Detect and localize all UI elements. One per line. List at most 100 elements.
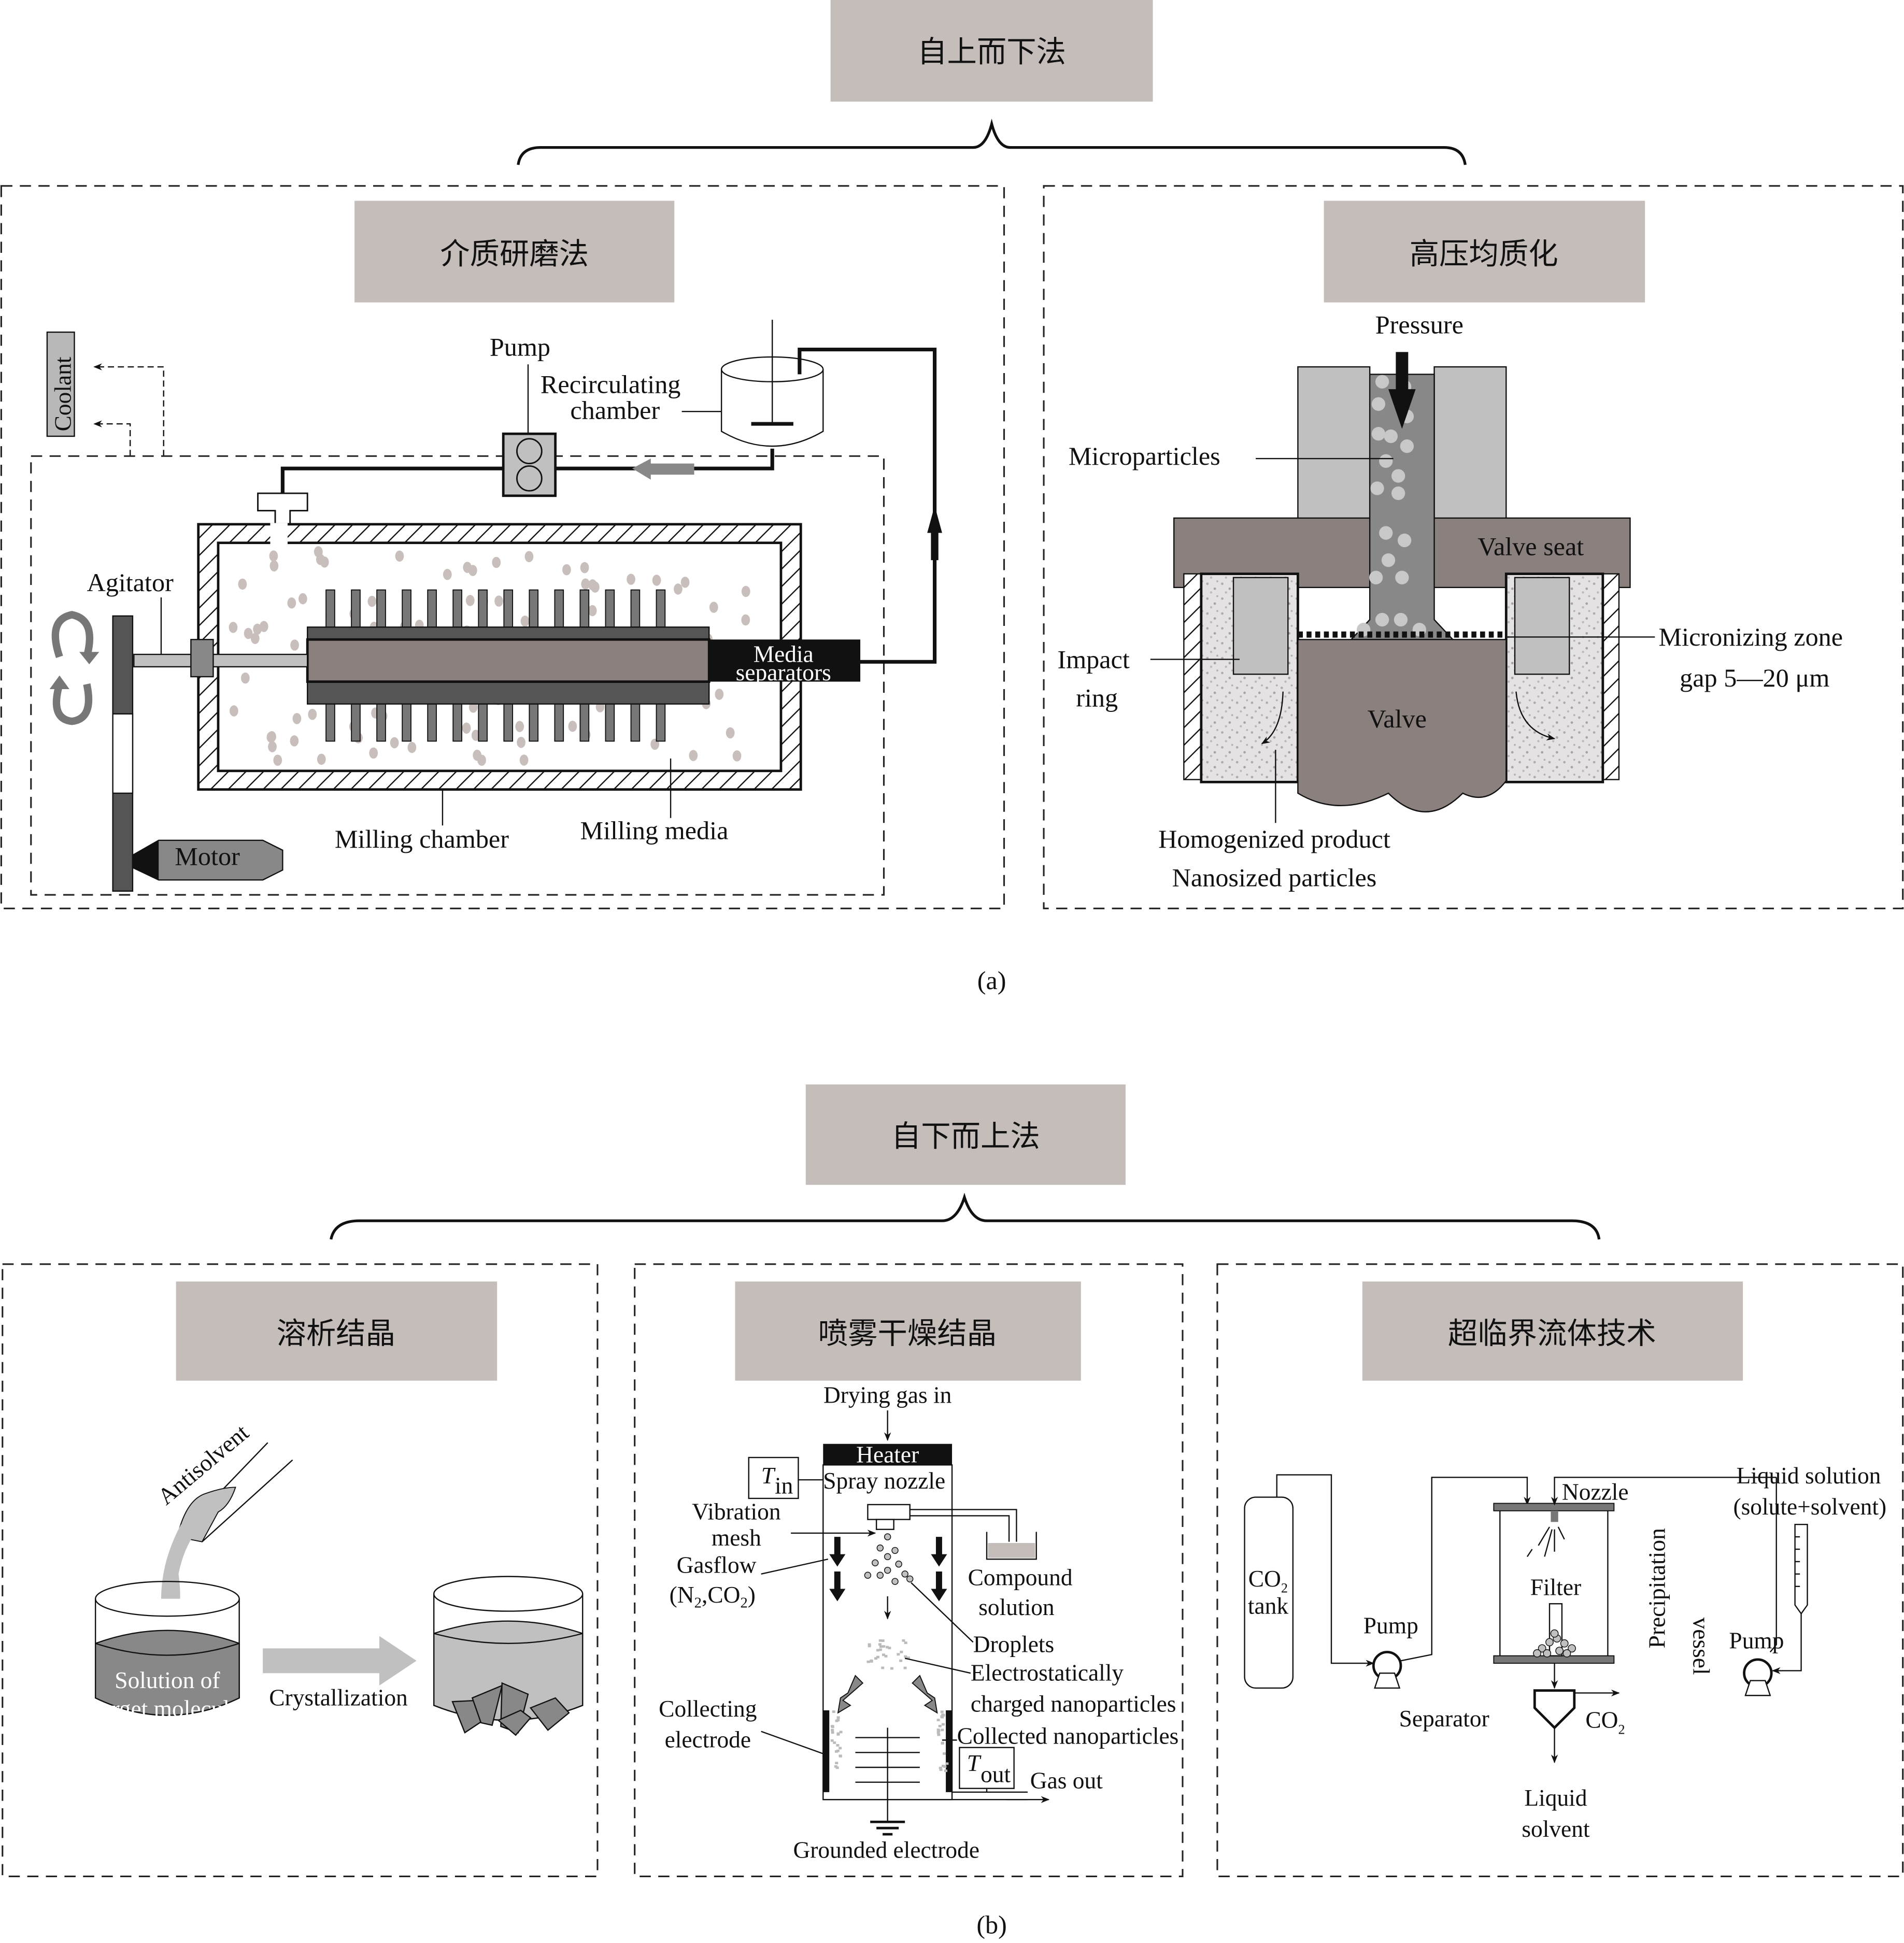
droplet (864, 1571, 872, 1579)
antisolvent-stream (161, 1524, 196, 1615)
vessel-base (1493, 1655, 1615, 1664)
svg-text:in: in (775, 1473, 793, 1498)
agitator-pin (351, 703, 361, 742)
milling-media-dot (477, 754, 486, 766)
nanoparticle (882, 1653, 885, 1656)
micronizing-label-2: gap 5—20 μm (1680, 663, 1829, 692)
caption-b: (b) (976, 1910, 1007, 1939)
nanoparticle (881, 1666, 885, 1669)
collected-particle (938, 1724, 942, 1727)
agitator-pin (427, 703, 437, 742)
microparticle (1400, 439, 1414, 453)
grounded-label: Grounded electrode (793, 1837, 979, 1863)
microparticle (1375, 612, 1389, 627)
panel-antisolvent: 溶析结晶 Antisolvent Solution of target mole… (2, 1263, 599, 1878)
impact-ring-left (1232, 577, 1289, 675)
crystallization-arrow-icon (263, 1636, 417, 1686)
header-bottom-up-box (805, 1084, 1126, 1185)
milling-media-dot (241, 672, 250, 684)
milling-media-dot (287, 597, 296, 609)
milling-media-dot (292, 713, 302, 724)
droplet (884, 1566, 891, 1574)
pump-right-label: Pump (1729, 1627, 1784, 1653)
valve-label: Valve (1368, 704, 1427, 733)
collected-particle (936, 1731, 940, 1734)
compound-label-1: Compound (968, 1564, 1073, 1590)
milling-media-dot (465, 595, 475, 606)
pressure-label: Pressure (1375, 310, 1463, 339)
deflect-arrow-icon (837, 1675, 864, 1714)
microparticle (1397, 533, 1412, 548)
milling-media-dot (367, 595, 377, 607)
nanosized-label: Nanosized particles (1172, 863, 1377, 892)
agitator-pin (630, 703, 641, 742)
t-in-label: T (761, 1463, 776, 1489)
liquid-solvent-label-2: solvent (1522, 1816, 1590, 1842)
seal (190, 639, 214, 678)
collected-particle (939, 1768, 943, 1771)
inner-border (30, 455, 885, 896)
agitator-pin (656, 589, 666, 628)
microparticle (1391, 469, 1405, 483)
milling-media-dot (581, 578, 590, 590)
droplet (901, 1570, 908, 1578)
milling-media-dot (627, 574, 635, 585)
separator-icon (1533, 1689, 1576, 1730)
nanoparticle (897, 1653, 900, 1656)
agitator-pin (554, 703, 564, 742)
collected-particle (941, 1723, 945, 1726)
media-sep-label-1: Media (754, 641, 814, 667)
milling-media-dot (317, 753, 326, 765)
gasflow-gas-label: (N2,CO2) (670, 1582, 756, 1611)
milling-media-dot (273, 754, 282, 766)
milling-media-dot (290, 735, 299, 747)
title-box (354, 201, 675, 303)
gasflow-label: Gasflow (677, 1552, 757, 1578)
panel-spray-drying: 喷雾干燥结晶 Drying gas in Heater T in Spray n… (634, 1263, 1184, 1878)
nanoparticle (884, 1655, 888, 1658)
collected-particle (944, 1769, 947, 1773)
micronizing-label-1: Micronizing zone (1658, 622, 1843, 651)
nanoparticle (888, 1647, 891, 1650)
milling-media-dot (266, 731, 276, 743)
collected-particle (943, 1752, 946, 1755)
svg-text:out: out (981, 1762, 1011, 1788)
vibration-label-1: Vibration (692, 1499, 781, 1525)
milling-media-dot (726, 727, 735, 739)
co2-out-label: CO2 (1585, 1707, 1625, 1737)
collecting-electrode-right (946, 1710, 953, 1792)
liquid-solvent-label-1: Liquid (1524, 1785, 1587, 1811)
agitator-pin (402, 703, 411, 742)
droplet (895, 1561, 902, 1568)
compound-beaker (986, 1532, 1037, 1560)
microparticle (1395, 570, 1409, 584)
flow-arrow-icon (632, 459, 694, 480)
agitator-pin (554, 589, 564, 628)
milling-media-dot (229, 705, 238, 717)
nanoparticle (876, 1649, 879, 1652)
brace-top (517, 118, 1467, 165)
nanoparticle (878, 1648, 882, 1651)
collected-particle (943, 1765, 947, 1768)
milling-chamber-label: Milling chamber (335, 824, 509, 853)
agitator-pin (529, 703, 539, 742)
panel-border (634, 1263, 1184, 1878)
panel-border (0, 185, 1005, 909)
agitator-pin (579, 589, 590, 628)
agitator-pin (605, 589, 615, 628)
milling-media-dot (462, 722, 471, 734)
collected-particle (941, 1716, 944, 1719)
milling-media-dot (519, 754, 529, 766)
precipitate-particle (1533, 1649, 1541, 1658)
recirc-label-1: Recirculating (541, 369, 681, 398)
milling-media-dot (732, 750, 742, 762)
collecting-label-1: Collecting (659, 1696, 757, 1722)
nanoparticle (902, 1639, 905, 1642)
microparticle (1371, 397, 1386, 411)
collected-particle (939, 1766, 942, 1769)
pressure-arrow-icon (1388, 352, 1416, 429)
nanoparticle (868, 1643, 871, 1646)
solution-label-2: target molecule (95, 1696, 240, 1722)
gasflow-arrows (829, 1537, 947, 1602)
milling-media-dot (269, 560, 279, 572)
